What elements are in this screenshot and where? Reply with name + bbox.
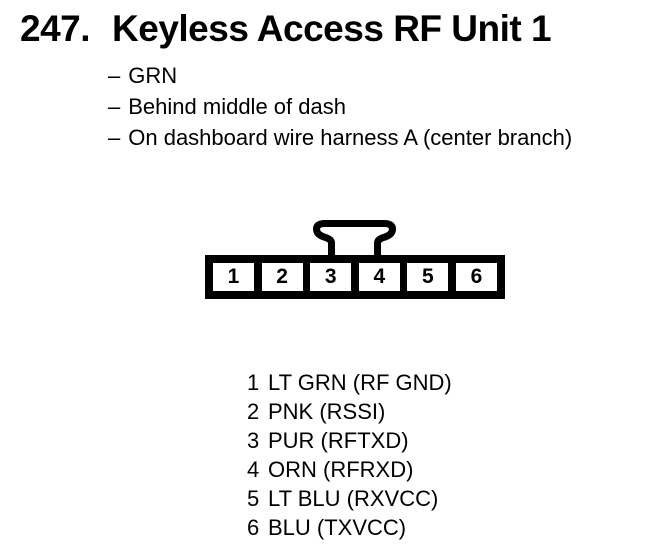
dash-bullet: – bbox=[108, 94, 121, 119]
item-number: 247. bbox=[20, 8, 91, 49]
pin-label: PUR (RFTXD) bbox=[268, 428, 409, 453]
title-text: Keyless Access RF Unit 1 bbox=[112, 8, 552, 49]
pin-number: 3 bbox=[247, 428, 260, 453]
detail-text: On dashboard wire harness A (center bran… bbox=[128, 125, 573, 150]
pin-number: 2 bbox=[247, 399, 260, 424]
detail-line: –On dashboard wire harness A (center bra… bbox=[108, 122, 572, 153]
pin-label: ORN (RFRXD) bbox=[268, 457, 414, 482]
pin-row: 6 BLU (TXVCC) bbox=[247, 513, 452, 542]
pin-row: 2 PNK (RSSI) bbox=[247, 397, 452, 426]
connector-cavity: 1 bbox=[213, 263, 254, 291]
pin-number: 6 bbox=[247, 515, 260, 540]
detail-line: –GRN bbox=[108, 60, 572, 91]
pin-row: 5 LT BLU (RXVCC) bbox=[247, 484, 452, 513]
dash-bullet: – bbox=[108, 125, 121, 150]
detail-text: GRN bbox=[128, 63, 178, 88]
pin-number: 1 bbox=[247, 370, 260, 395]
pin-label: PNK (RSSI) bbox=[268, 399, 386, 424]
connector-lock-tab-icon bbox=[313, 220, 396, 257]
detail-line: –Behind middle of dash bbox=[108, 91, 572, 122]
pin-number: 4 bbox=[247, 457, 260, 482]
pin-label: LT GRN (RF GND) bbox=[268, 370, 452, 395]
dash-bullet: – bbox=[108, 63, 121, 88]
connector-cavity: 3 bbox=[310, 263, 352, 291]
connector-cavity: 4 bbox=[358, 263, 400, 291]
connector-cavity: 6 bbox=[455, 263, 497, 291]
pin-row: 1 LT GRN (RF GND) bbox=[247, 368, 452, 397]
detail-text: Behind middle of dash bbox=[128, 94, 346, 119]
pin-number: 5 bbox=[247, 486, 260, 511]
location-details: –GRN–Behind middle of dash–On dashboard … bbox=[108, 60, 572, 153]
connector-cavity: 5 bbox=[407, 263, 449, 291]
pin-label: LT BLU (RXVCC) bbox=[268, 486, 439, 511]
pin-row: 4 ORN (RFRXD) bbox=[247, 455, 452, 484]
pin-label: BLU (TXVCC) bbox=[268, 515, 407, 540]
pin-row: 3 PUR (RFTXD) bbox=[247, 426, 452, 455]
connector-cavity: 2 bbox=[261, 263, 303, 291]
page-title: 247. Keyless Access RF Unit 1 bbox=[20, 6, 552, 52]
